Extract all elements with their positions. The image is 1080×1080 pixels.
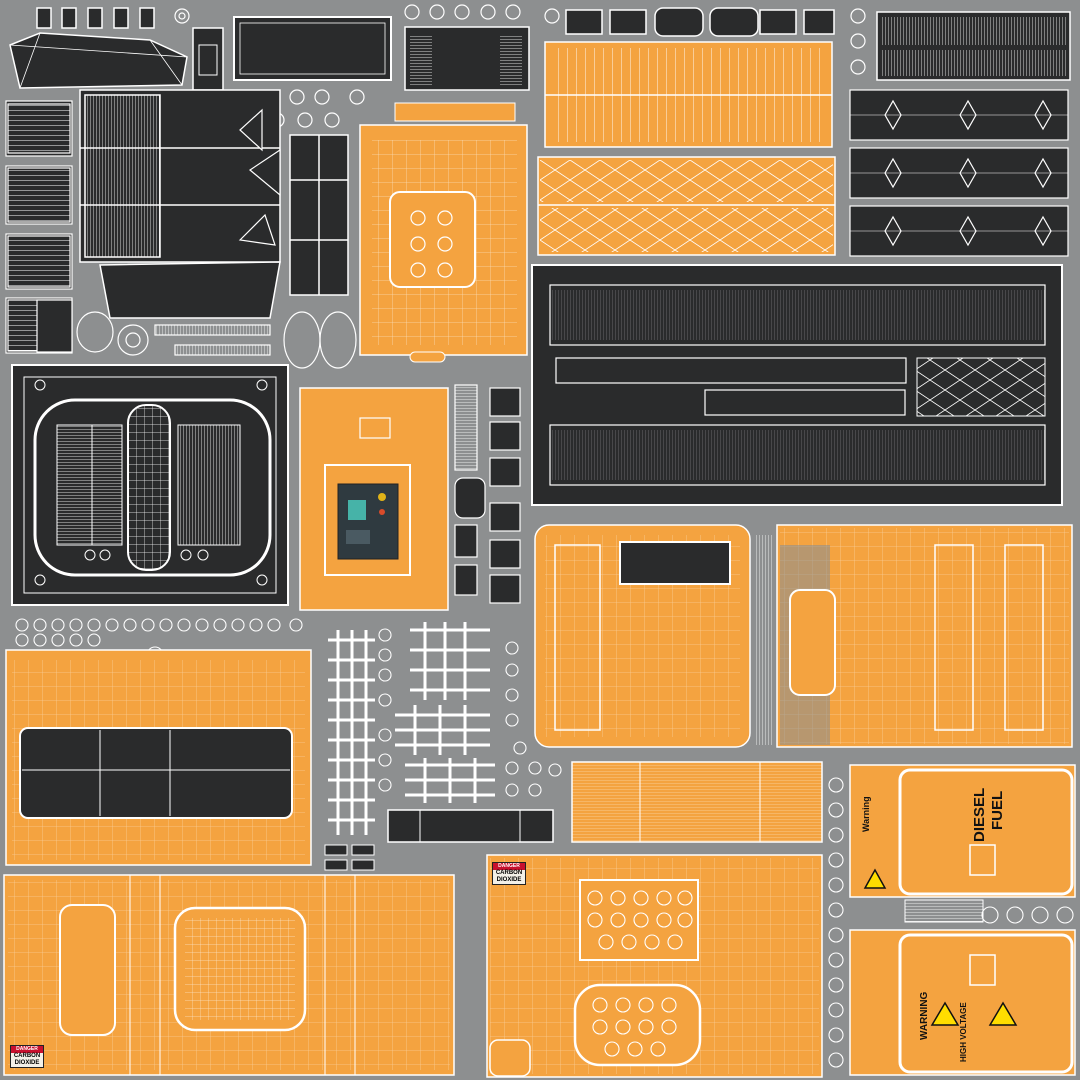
orange-control-panel [299, 387, 449, 611]
danger-sign-bottom: DANGER CARBON DIOXIDE [10, 1045, 44, 1068]
bolt-column-right [828, 777, 1074, 1068]
right-dark-stars [849, 89, 1069, 257]
orange-strip [571, 761, 823, 843]
warning-triangle-icon [863, 868, 1018, 1026]
orange-side-panel-right [776, 524, 1073, 748]
bolt-row-mid [15, 618, 303, 664]
small-box-column [454, 384, 521, 604]
dark-bar-panel [531, 264, 1063, 506]
orange-rib-block [544, 41, 833, 148]
orange-side-panel-left [534, 524, 751, 748]
bolt-row-top [174, 4, 866, 128]
danger-header: DANGER [493, 863, 525, 870]
top-left-clips [36, 7, 155, 29]
orange-warning-panel-bottom [849, 899, 1076, 1076]
warning-label-top: Warning [861, 796, 871, 832]
diesel-label: DIESEL [971, 787, 988, 842]
warning-label-bottom: WARNING [919, 991, 930, 1040]
bolt-cluster-mid [378, 628, 562, 797]
top-left-wedge [9, 32, 188, 89]
top-dark-boxes [565, 7, 835, 37]
orange-warning-panel-top [849, 764, 1076, 898]
orange-hood-panel [359, 102, 528, 363]
left-dark-panels [79, 89, 349, 319]
small-triangles [238, 108, 281, 246]
orange-x-block [537, 156, 836, 256]
high-voltage-label: HIGH VOLTAGE [959, 1002, 968, 1062]
carbon-label: CARBON [13, 1053, 41, 1059]
fuel-label: FUEL [989, 790, 1006, 830]
carbon-label: CARBON [495, 870, 523, 876]
danger-sign-top: DANGER CARBON DIOXIDE [492, 862, 526, 885]
danger-header: DANGER [11, 1046, 43, 1053]
dioxide-label: DIOXIDE [496, 877, 522, 883]
white-grid-structures [328, 622, 495, 835]
misc-small-parts [36, 299, 357, 369]
orange-base-panel [3, 874, 455, 1076]
dioxide-label: DIOXIDE [14, 1060, 40, 1066]
left-grille-panel [11, 364, 289, 606]
orange-door-panel [5, 649, 312, 866]
orange-bolt-panel [486, 854, 823, 1078]
